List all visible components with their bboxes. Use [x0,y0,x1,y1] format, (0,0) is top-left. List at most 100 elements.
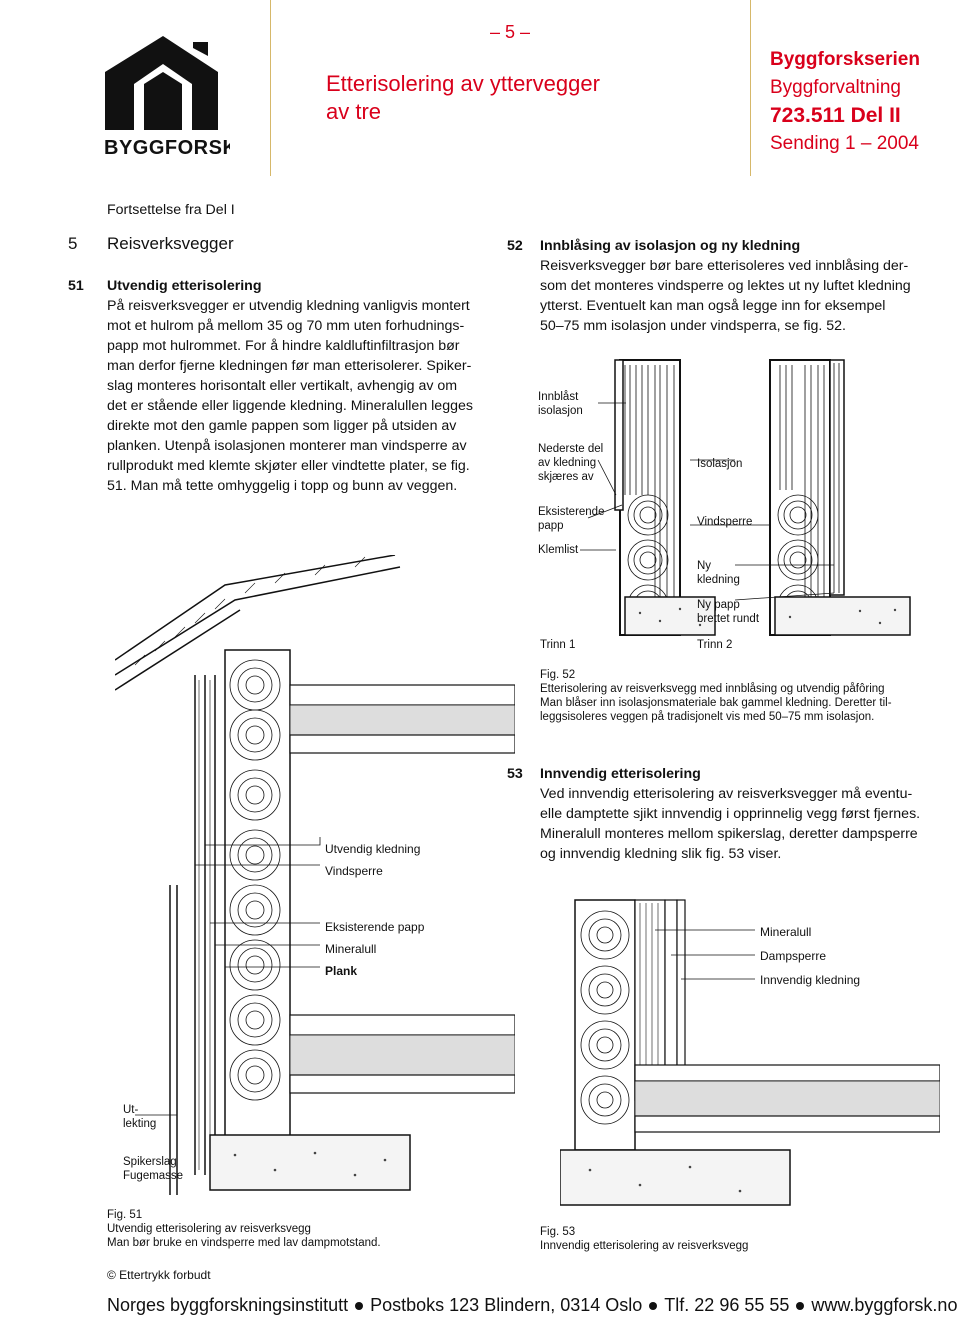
paragraph-line: Reisverksvegger bør bare etterisoleres v… [540,258,909,274]
section-53-title: Innvendig etterisolering [540,766,701,782]
bullet-icon [796,1302,805,1311]
fig52-label-new-paper: Ny papp brettet rundt [697,598,759,626]
caption-line: Man blåser inn isolasjonsmateriale bak g… [540,697,892,709]
label-line: av kledning [538,457,597,469]
continuation-note: Fortsettelse fra Del I [107,202,235,218]
section-51: Utvendig etterisolering På reisverksvegg… [107,276,487,496]
fig52-label-lowest-cladding: Nederste del av kledning skjæres av [538,442,603,484]
paragraph-line: Ved innvendig etterisolering av reisverk… [540,786,913,802]
figure-53-caption: Fig. 53 Innvendig etterisolering av reis… [540,1225,930,1253]
section-5-title: Reisverksvegger [107,234,234,253]
section-51-number: 51 [68,278,84,294]
fig53-label-mineral-wool: Mineralull [760,925,812,939]
fig51-label-nailing-strips: Spikerslag Fugemasse [123,1155,183,1183]
copyright-notice: © Ettertrykk forbudt [107,1268,211,1282]
paragraph-line: papp mot hulrommet. For å hindre kaldluf… [107,338,460,354]
section-53-number: 53 [507,766,523,782]
paragraph-line: som det monteres vindsperre og lektes ut… [540,278,911,294]
label-line: Ny [697,560,712,572]
footer-organization: Norges byggforskningsinstitutt [107,1295,349,1315]
paragraph-line: direkte mot den gamle pappen som ligger … [107,418,457,434]
figure-52-drawing [580,359,911,636]
fig52-label-step-2: Trinn 2 [697,639,733,651]
fig52-label-blown-insulation: Innblåst isolasjon [538,390,583,418]
footer-website[interactable]: www.byggforsk.no [811,1295,958,1315]
footer-phone: Tlf. 22 96 55 55 [664,1295,790,1315]
fig52-label-existing-paper: Eksisterende papp [538,505,604,533]
header-divider [270,0,271,176]
subseries-name: Byggforvaltning [770,77,901,98]
section-52-number: 52 [507,238,523,254]
label-line: Fugemasse [123,1170,184,1182]
document-title: Etterisolering av yttervegger av tre [326,70,600,126]
series-name: Byggforskserien [770,49,920,70]
label-line: Ut- [123,1104,139,1116]
figure-53-drawing [560,899,940,1206]
fig51-label-existing-paper: Eksisterende papp [325,920,425,934]
title-line: Etterisolering av yttervegger [326,71,600,96]
footer-address: Postboks 123 Blindern, 0314 Oslo [370,1295,643,1315]
paragraph-line: Mineralull monteres mellom spikerslag, d… [540,826,918,842]
caption-line: Innvendig etterisolering av reisverksveg… [540,1240,749,1252]
caption-line: Fig. 51 [107,1209,143,1221]
paragraph-line: 51. Man må tette omhyggelig i topp og bu… [107,478,458,494]
paragraph-line: planken. Utenpå isolasjonen monterer man… [107,438,467,454]
caption-line: leggsisoleres veggen på tradisjonelt vis… [540,711,875,723]
label-line: brettet rundt [697,613,760,625]
label-line: Spikerslag [123,1156,177,1168]
fig52-label-step-1: Trinn 1 [540,639,576,651]
page-number: – 5 – [490,22,531,42]
document-code: 723.511 Del II [770,104,901,127]
paragraph-line: og innvendig kledning slik fig. 53 viser… [540,846,782,862]
svg-text:BYGGFORSK: BYGGFORSK [104,137,230,158]
figure-51-drawing [115,555,515,1195]
figure-51-caption: Fig. 51 Utvendig etterisolering av reisv… [107,1208,507,1250]
fig51-label-outer-cladding: Utvendig kledning [325,842,421,856]
paragraph-line: ytterst. Eventuelt kan man også legge in… [540,298,886,314]
fig51-label-mineral-wool: Mineralull [325,942,377,956]
caption-line: Fig. 52 [540,669,576,681]
label-line: Innblåst [538,391,579,403]
bullet-icon [355,1302,364,1311]
bullet-icon [649,1302,658,1311]
paragraph-line: det er stående eller liggende kledning. … [107,398,473,414]
label-line: kledning [697,574,740,586]
fig52-label-wind-barrier: Vindsperre [697,516,753,528]
caption-line: Man bør bruke en vindsperre med lav damp… [107,1237,381,1249]
paragraph-line: På reisverksvegger er utvendig kledning … [107,298,470,314]
fig53-label-inner-cladding: Innvendig kledning [760,973,861,987]
fig52-label-new-cladding: Ny kledning [697,559,740,587]
paragraph-line: mot et hulrom på mellom 35 og 70 mm uten… [107,318,465,334]
paragraph-line: man derfor fjerne kledningen før man ett… [107,358,472,374]
page-footer: Norges byggforskningsinstitutt Postboks 1… [107,1295,957,1316]
label-line: Eksisterende [538,506,605,518]
caption-line: Utvendig etterisolering av reisverksvegg [107,1223,311,1235]
label-line: papp [538,520,564,532]
paragraph-line: rullprodukt med klemte skjøter eller vin… [107,458,470,474]
section-52: Innblåsing av isolasjon og ny kledning R… [540,236,920,336]
fig52-label-insulation: Isolasjon [697,458,743,470]
section-51-title: Utvendig etterisolering [107,278,262,294]
figure-52-caption: Fig. 52 Etterisolering av reisverksvegg … [540,668,930,724]
fig51-label-battens: Ut- lekting [123,1103,156,1131]
series-info: Byggforskserien Byggforvaltning 723.511 … [770,46,920,158]
label-line: isolasjon [538,405,583,417]
label-line: Ny papp [697,599,740,611]
fig53-label-vapour-barrier: Dampsperre [760,949,827,963]
header-divider [750,0,751,176]
paragraph-line: 50–75 mm isolasjon under vindsperra, se … [540,318,846,334]
paragraph-line: slag monteres horisontalt eller vertikal… [107,378,458,394]
title-line: av tre [326,99,382,124]
issue-info: Sending 1 – 2004 [770,133,919,154]
paragraph-line: elle damptette sjikt innvendig i opprinn… [540,806,921,822]
caption-line: Etterisolering av reisverksvegg med innb… [540,683,885,695]
label-line: lekting [123,1118,157,1130]
page-header: BYGGFORSK – 5 – Etterisolering av ytterv… [0,0,960,176]
byggforsk-logo: BYGGFORSK [104,36,230,158]
caption-line: Fig. 53 [540,1226,576,1238]
fig51-label-plank: Plank [325,964,358,978]
section-5-number: 5 [68,234,78,253]
label-line: Nederste del [538,443,604,455]
section-53: Innvendig etterisolering Ved innvendig e… [540,764,930,864]
section-52-title: Innblåsing av isolasjon og ny kledning [540,238,801,254]
